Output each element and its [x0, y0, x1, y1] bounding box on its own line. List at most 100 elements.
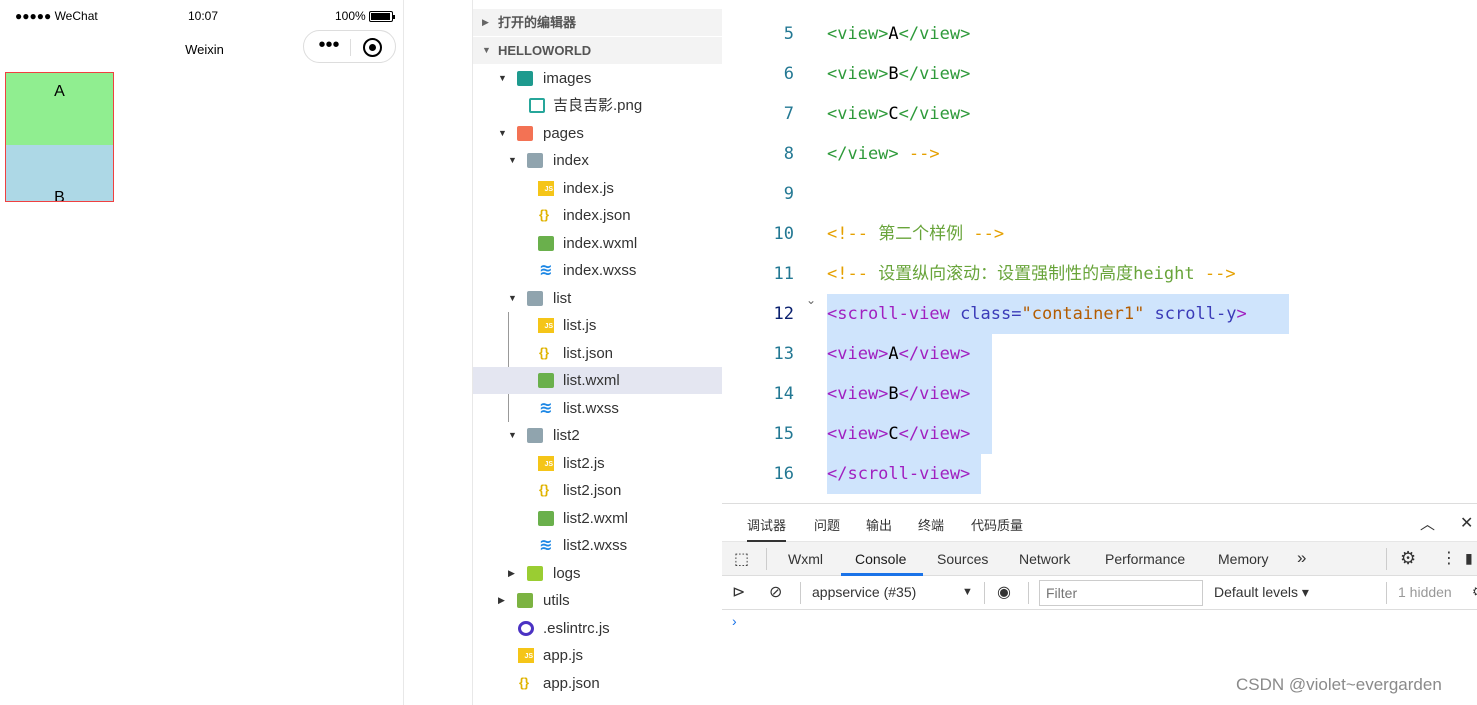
- tree-file-index-json[interactable]: {} index.json: [473, 202, 722, 229]
- gear-icon[interactable]: ⚙: [1400, 548, 1417, 568]
- devtools-top-tabs: 调试器 问题 输出 终端 代码质量 ︿ ✕: [722, 504, 1477, 542]
- project-header[interactable]: ▼ HELLOWORLD: [473, 37, 722, 64]
- tree-file-app-json[interactable]: {} app.json: [473, 670, 722, 697]
- tree-folder-index[interactable]: ▼ index: [473, 147, 722, 174]
- tree-file-eslintrc[interactable]: .eslintrc.js: [473, 615, 722, 642]
- chevron-down-icon: ▼: [498, 73, 507, 83]
- chevron-down-icon: ▼: [508, 155, 517, 165]
- chevron-down-icon: ▼: [508, 293, 517, 303]
- folder-icon: [527, 153, 543, 168]
- filter-input[interactable]: [1039, 580, 1203, 606]
- tab-output[interactable]: 输出: [866, 518, 893, 533]
- sidebar-toggle-icon[interactable]: ⊳: [732, 584, 746, 601]
- js-file-icon: JS: [538, 181, 554, 196]
- chevron-down-icon: ▼: [498, 128, 507, 138]
- tree-folder-pages[interactable]: ▼ pages: [473, 120, 722, 147]
- dock-icon[interactable]: ▮: [1465, 550, 1473, 566]
- watermark: CSDN @violet~evergarden: [1236, 675, 1442, 694]
- tree-file-list2-js[interactable]: JS list2.js: [473, 450, 722, 477]
- tree-folder-list[interactable]: ▼ list: [473, 285, 722, 312]
- tree-file-list2-wxss[interactable]: ≋ list2.wxss: [539, 537, 628, 554]
- tree-file-list2-wxml[interactable]: list2.wxml: [473, 505, 722, 532]
- chevron-right-icon: ▶: [482, 17, 489, 27]
- code-line: 9: [783, 184, 794, 204]
- code-line: 11 <!-- 设置纵向滚动：设置强制性的高度height -->: [773, 264, 1236, 284]
- tree-file-list-js[interactable]: JS list.js: [473, 312, 722, 339]
- capsule-menu[interactable]: •••: [303, 30, 396, 63]
- chevron-up-icon[interactable]: ︿: [1420, 516, 1436, 533]
- tree-folder-list2[interactable]: ▼ list2: [473, 422, 722, 449]
- tree-folder-images[interactable]: ▼ images: [473, 65, 722, 92]
- code-line: 5 <view>A</view>: [783, 24, 971, 44]
- json-file-icon: {}: [538, 207, 550, 222]
- eye-icon[interactable]: ◉: [997, 584, 1011, 601]
- wxml-file-icon: [538, 373, 554, 388]
- chevron-right-icon: ▶: [508, 568, 515, 578]
- inspect-element-icon[interactable]: ⬚: [734, 551, 750, 568]
- selection-highlight: [827, 334, 992, 454]
- nav-title: Weixin: [185, 42, 224, 57]
- more-icon[interactable]: •••: [318, 34, 340, 56]
- view-a: A: [6, 73, 113, 145]
- js-file-icon: JS: [518, 648, 534, 663]
- status-time: 10:07: [188, 9, 219, 23]
- tab-sources[interactable]: Sources: [937, 551, 989, 567]
- phone-simulator: ●●●●● WeChat 10:07 100% Weixin ••• A B: [5, 0, 404, 705]
- console-prompt[interactable]: ›: [732, 613, 737, 629]
- active-tab-indicator: [841, 573, 923, 576]
- selection-highlight: [827, 294, 1289, 334]
- tree-file-index-js[interactable]: JS index.js: [473, 175, 722, 202]
- wxss-file-icon: ≋: [539, 262, 553, 279]
- dropdown-caret-icon[interactable]: ▼: [962, 586, 973, 598]
- console-toolbar: ⊳ ⊘ appservice (#35) ▼ ◉ Default levels …: [722, 576, 1477, 610]
- kebab-menu-icon[interactable]: ⋮: [1441, 550, 1457, 567]
- view-b: B: [6, 145, 113, 201]
- tree-file-list-wxss[interactable]: ≋ list.wxss: [539, 400, 619, 417]
- js-file-icon: JS: [538, 456, 554, 471]
- tree-file-list-wxml[interactable]: list.wxml: [473, 367, 722, 394]
- tab-debugger[interactable]: 调试器: [747, 515, 787, 542]
- json-file-icon: {}: [538, 345, 550, 360]
- tree-file-index-wxss[interactable]: ≋ index.wxss: [539, 262, 637, 279]
- file-explorer: ▶ 打开的编辑器 ▼ HELLOWORLD ▼ images 吉良吉影.png …: [472, 0, 722, 705]
- close-miniprogram-icon[interactable]: [363, 38, 382, 57]
- tree-folder-utils[interactable]: ▶ utils: [473, 587, 722, 614]
- code-editor[interactable]: ⌄ 5 <view>A</view> 6 <view>B</view> 7 <v…: [722, 0, 1477, 503]
- folder-icon: [517, 126, 533, 141]
- tree-file-index-wxml[interactable]: index.wxml: [473, 230, 722, 257]
- open-editors-header[interactable]: ▶ 打开的编辑器: [473, 9, 722, 36]
- log-levels-dropdown[interactable]: Default levels ▾: [1214, 584, 1309, 600]
- code-line: 6 <view>B</view>: [783, 64, 971, 84]
- code-line: 7 <view>C</view>: [783, 104, 971, 124]
- devtools-panel: 调试器 问题 输出 终端 代码质量 ︿ ✕ ⬚ Wxml Console Sou…: [722, 503, 1477, 705]
- clear-console-icon[interactable]: ⊘: [769, 584, 783, 601]
- tab-wxml[interactable]: Wxml: [788, 551, 823, 567]
- fold-chevron-icon[interactable]: ⌄: [806, 293, 817, 307]
- tree-file-list2-json[interactable]: {} list2.json: [473, 477, 722, 504]
- tree-file-app-js[interactable]: JS app.js: [473, 642, 722, 669]
- tree-folder-logs[interactable]: ▶ logs: [473, 560, 722, 587]
- eslint-icon: [518, 621, 534, 636]
- context-selector[interactable]: appservice (#35): [812, 584, 917, 600]
- more-tabs-icon[interactable]: »: [1297, 548, 1307, 567]
- code-line: 16 </scroll-view>: [773, 464, 971, 484]
- tab-console[interactable]: Console: [855, 551, 907, 567]
- code-line: 14 <view>B</view>: [773, 384, 971, 404]
- tab-terminal[interactable]: 终端: [918, 518, 945, 533]
- chevron-down-icon: ▼: [508, 430, 517, 440]
- tab-network[interactable]: Network: [1019, 551, 1071, 567]
- tab-performance[interactable]: Performance: [1105, 551, 1186, 567]
- folder-icon: [527, 566, 543, 581]
- tree-file-list-json[interactable]: {} list.json: [473, 340, 722, 367]
- tab-problems[interactable]: 问题: [814, 518, 841, 533]
- scroll-view-container[interactable]: A B: [5, 72, 114, 202]
- settings-icon[interactable]: ⚙: [1472, 584, 1477, 600]
- tree-file-png[interactable]: 吉良吉影.png: [473, 92, 722, 119]
- tab-memory[interactable]: Memory: [1218, 551, 1269, 567]
- close-icon[interactable]: ✕: [1460, 515, 1474, 532]
- tab-code-quality[interactable]: 代码质量: [971, 518, 1024, 533]
- json-file-icon: {}: [518, 675, 530, 690]
- battery-percent: 100%: [335, 9, 366, 23]
- status-bar: ●●●●● WeChat 10:07 100%: [5, 0, 404, 32]
- wxss-file-icon: ≋: [539, 537, 553, 554]
